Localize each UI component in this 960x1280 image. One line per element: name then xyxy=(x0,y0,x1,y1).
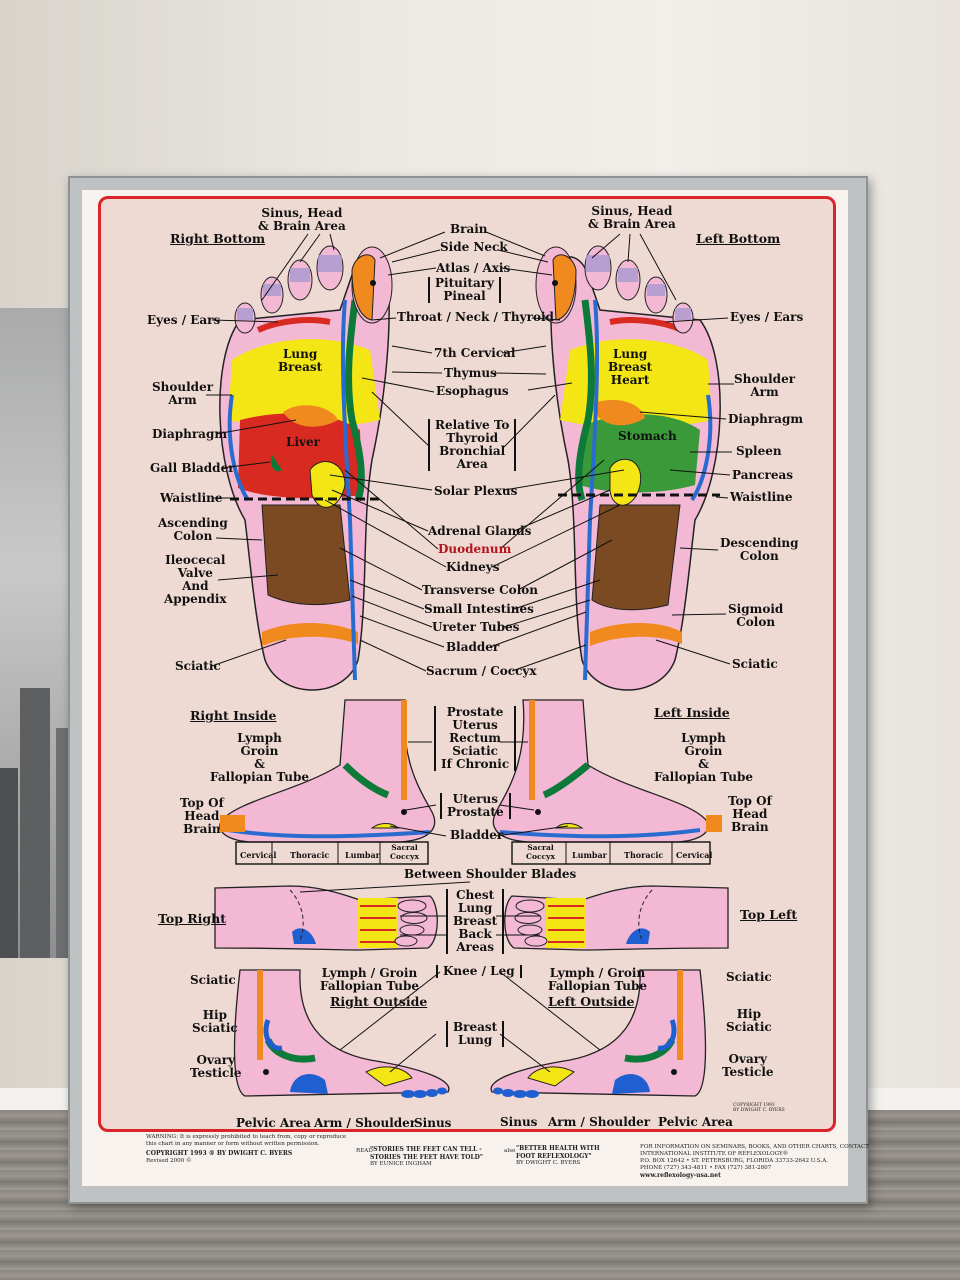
label-atlas-axis: Atlas / Axis xyxy=(436,262,510,275)
label-duodenum: Duodenum xyxy=(438,543,511,556)
label-waistline-left: Waistline xyxy=(730,491,793,504)
spine-right-lumbar: Lumbar xyxy=(345,849,380,862)
left-sole xyxy=(536,246,720,690)
label-hip-right: Hip Sciatic xyxy=(192,1009,238,1035)
label-uterus-prostate: Uterus Prostate xyxy=(440,793,511,819)
right-bottom-title: Right Bottom xyxy=(170,232,265,245)
footer-book2: "BETTER HEALTH WITH FOOT REFLEXOLOGY" xyxy=(516,1145,600,1161)
label-kidneys: Kidneys xyxy=(446,561,499,574)
label-adrenal: Adrenal Glands xyxy=(428,525,531,538)
right-top-foot xyxy=(215,886,437,950)
label-lymph-right-inside: Lymph Groin & Fallopian Tube xyxy=(210,732,309,784)
spine-left-lumbar: Lumbar xyxy=(572,849,607,862)
label-sinus-left: Sinus, Head & Brain Area xyxy=(588,205,676,231)
label-chest-block: Chest Lung Breast Back Areas xyxy=(446,889,504,954)
spine-right-thoracic: Thoracic xyxy=(290,849,329,862)
label-bladder: Bladder xyxy=(446,641,499,654)
left-bottom-title: Left Bottom xyxy=(696,232,780,245)
footer-warning: WARNING: It is expressly prohibited to t… xyxy=(146,1134,346,1148)
spine-right-cervical: Cervical xyxy=(240,849,276,862)
label-diaphragm-right: Diaphragm xyxy=(152,428,227,441)
label-descending-colon: Descending Colon xyxy=(720,537,799,563)
label-small-intestines: Small Intestines xyxy=(424,603,534,616)
label-ovary-right: Ovary Testicle xyxy=(190,1054,242,1080)
label-waistline-right: Waistline xyxy=(160,492,223,505)
label-lung-left: Lung Breast Heart xyxy=(608,348,652,387)
label-side-neck: Side Neck xyxy=(440,241,508,254)
label-top-head-right: Top Of Head Brain xyxy=(180,797,224,836)
footer-book1: "STORIES THE FEET CAN TELL - STORIES THE… xyxy=(370,1146,483,1162)
label-spleen: Spleen xyxy=(736,445,782,458)
right-inside-title: Right Inside xyxy=(190,709,277,722)
label-throat: Throat / Neck / Thyroid xyxy=(397,311,554,324)
label-brain: Brain xyxy=(450,223,488,236)
label-relative-thyroid: Relative To Thyroid Bronchial Area xyxy=(428,419,516,471)
label-gall-bladder: Gall Bladder xyxy=(150,462,235,475)
label-transverse-colon: Transverse Colon xyxy=(422,584,538,597)
label-between-shoulder: Between Shoulder Blades xyxy=(404,868,576,881)
label-lung-right: Lung Breast xyxy=(278,348,322,374)
label-sinus-left-outside: Sinus xyxy=(500,1116,537,1129)
label-7th-cervical: 7th Cervical xyxy=(434,347,515,360)
footer-url: www.reflexology-usa.net xyxy=(640,1172,721,1179)
footer-info: FOR INFORMATION ON SEMINARS, BOOKS, AND … xyxy=(640,1144,869,1172)
label-hip-left: Hip Sciatic xyxy=(726,1008,772,1034)
label-sciatic-right: Sciatic xyxy=(175,660,221,673)
label-shoulder-left: Shoulder Arm xyxy=(734,373,795,399)
label-pelvic-right: Pelvic Area xyxy=(236,1117,311,1130)
label-lymph-left-outside: Lymph / Groin Fallopian Tube xyxy=(548,967,647,993)
spine-left-sacral: Sacral Coccyx xyxy=(526,843,555,861)
left-outside-title: Left Outside xyxy=(548,995,634,1008)
right-sole xyxy=(220,246,392,690)
label-sciatic-left-outside: Sciatic xyxy=(726,971,772,984)
left-top-foot xyxy=(505,886,728,950)
label-ovary-left: Ovary Testicle xyxy=(722,1053,774,1079)
label-sigmoid-colon: Sigmoid Colon xyxy=(728,603,783,629)
footer-copyright: COPYRIGHT 1993 ® BY DWIGHT C. BYERS xyxy=(146,1150,292,1158)
footer-book2-author: BY DWIGHT C. BYERS xyxy=(516,1160,580,1167)
label-lymph-left-inside: Lymph Groin & Fallopian Tube xyxy=(654,732,753,784)
label-sinus-right: Sinus, Head & Brain Area xyxy=(258,207,346,233)
label-pituitary: Pituitary Pineal xyxy=(428,277,501,303)
right-outside-title: Right Outside xyxy=(330,995,427,1008)
top-right-title: Top Right xyxy=(158,912,226,925)
spine-left-cervical: Cervical xyxy=(676,849,712,862)
label-liver: Liver xyxy=(286,436,320,449)
label-arm-shoulder-left: Arm / Shoulder xyxy=(548,1116,650,1129)
label-top-head-left: Top Of Head Brain xyxy=(728,795,772,834)
label-ileocecal: Ileocecal Valve And Appendix xyxy=(164,554,227,606)
label-eyes-left: Eyes / Ears xyxy=(730,311,803,324)
label-arm-shoulder-right: Arm / Shoulder xyxy=(314,1117,416,1130)
spine-right-sacral: Sacral Coccyx xyxy=(390,843,419,861)
label-ureter: Ureter Tubes xyxy=(432,621,519,634)
label-pancreas: Pancreas xyxy=(732,469,793,482)
label-stomach: Stomach xyxy=(618,430,677,443)
label-sinus-right-outside: Sinus xyxy=(414,1117,451,1130)
label-lymph-right-outside: Lymph / Groin Fallopian Tube xyxy=(320,967,419,993)
top-left-title: Top Left xyxy=(740,908,797,921)
footer-also-label: also xyxy=(504,1148,515,1155)
left-inside-title: Left Inside xyxy=(654,706,730,719)
spine-left-thoracic: Thoracic xyxy=(624,849,663,862)
label-pelvic-left: Pelvic Area xyxy=(658,1116,733,1129)
label-breast-lung: Breast Lung xyxy=(446,1021,504,1047)
label-sacrum: Sacrum / Coccyx xyxy=(426,665,537,678)
label-bladder-inside: Bladder xyxy=(450,829,503,842)
label-solar-plexus: Solar Plexus xyxy=(434,485,517,498)
footer-revised: Revised 2000 © xyxy=(146,1158,192,1165)
label-shoulder-right: Shoulder Arm xyxy=(152,381,213,407)
label-thymus: Thymus xyxy=(444,367,497,380)
label-diaphragm-left: Diaphragm xyxy=(728,413,803,426)
label-ascending-colon: Ascending Colon xyxy=(158,517,228,543)
label-esophagus: Esophagus xyxy=(436,385,509,398)
label-knee-leg: Knee / Leg xyxy=(436,965,522,978)
label-sciatic-right-outside: Sciatic xyxy=(190,974,236,987)
label-prostate-block: Prostate Uterus Rectum Sciatic If Chroni… xyxy=(434,706,516,771)
copyright-small: COPYRIGHT 1993 BY DWIGHT C. BYERS xyxy=(733,1103,785,1113)
label-sciatic-left: Sciatic xyxy=(732,658,778,671)
footer-book1-author: BY EUNICE INGHAM xyxy=(370,1161,432,1168)
label-eyes-right: Eyes / Ears xyxy=(147,314,220,327)
